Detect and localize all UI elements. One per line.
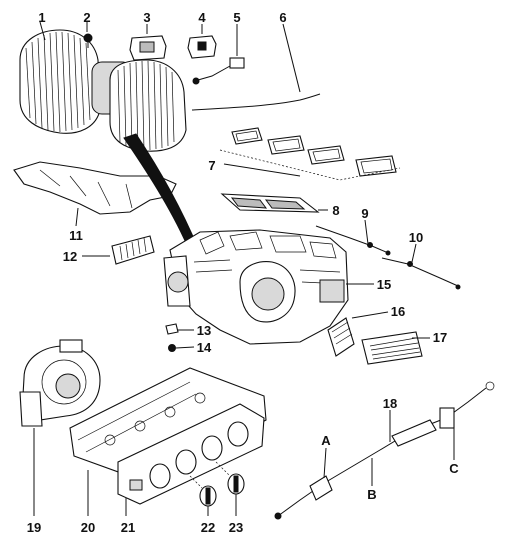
callout-8: 8	[332, 203, 339, 218]
part-10-control-cable	[381, 243, 461, 290]
part-14-screw	[168, 344, 195, 352]
part-11-air-duct	[13, 161, 177, 227]
callout-15: 15	[377, 277, 391, 292]
part-8-filter-frame	[220, 193, 328, 213]
callout-1: 1	[38, 10, 45, 25]
part-17-outlet-grille	[361, 331, 430, 365]
part-22-knob	[189, 475, 217, 516]
part-20-control-panel-frame	[69, 367, 267, 516]
callout-13: 13	[197, 323, 211, 338]
part-16-flap	[327, 311, 389, 357]
callout-3: 3	[143, 10, 150, 25]
callout-19: 19	[27, 520, 41, 535]
part-13-clip	[165, 323, 194, 335]
part-2-screw	[83, 22, 93, 48]
callout-6: 6	[279, 10, 286, 25]
callout-18: 18	[383, 396, 397, 411]
callout-14: 14	[197, 340, 212, 355]
callout-23: 23	[229, 520, 243, 535]
callout-a: A	[321, 433, 331, 448]
part-12-grille	[82, 235, 155, 265]
callout-16: 16	[391, 304, 405, 319]
part-1-blower-motor	[19, 21, 187, 152]
part-21-control-panel-face	[117, 403, 265, 516]
callout-11: 11	[69, 228, 83, 243]
callout-5: 5	[233, 10, 240, 25]
callout-2: 2	[83, 10, 90, 25]
callout-22: 22	[201, 520, 215, 535]
callout-7: 7	[208, 158, 215, 173]
callout-4: 4	[198, 10, 206, 25]
part-4-relay	[187, 24, 217, 59]
part-7-gasket-set	[219, 127, 401, 181]
part-15-heater-housing	[163, 229, 374, 345]
callout-10: 10	[409, 230, 423, 245]
callout-b: B	[367, 487, 376, 502]
callout-12: 12	[63, 249, 77, 264]
callout-20: 20	[81, 520, 95, 535]
callout-21: 21	[121, 520, 135, 535]
part-9-control-cable	[315, 219, 391, 256]
callout-labels: 1 2 3 4 5 6 7 8 9 10 11 12 13 14 15 16 1…	[27, 10, 460, 535]
callout-c: C	[449, 461, 459, 476]
part-3-resistor-block	[129, 24, 167, 61]
callout-17: 17	[433, 330, 447, 345]
part-18-control-cable	[274, 381, 495, 520]
part-19-blower-unit	[19, 339, 101, 516]
part-5-sensor	[192, 24, 245, 85]
callout-9: 9	[361, 206, 368, 221]
part-6-hose	[191, 23, 321, 111]
part-23-knob	[215, 461, 245, 516]
